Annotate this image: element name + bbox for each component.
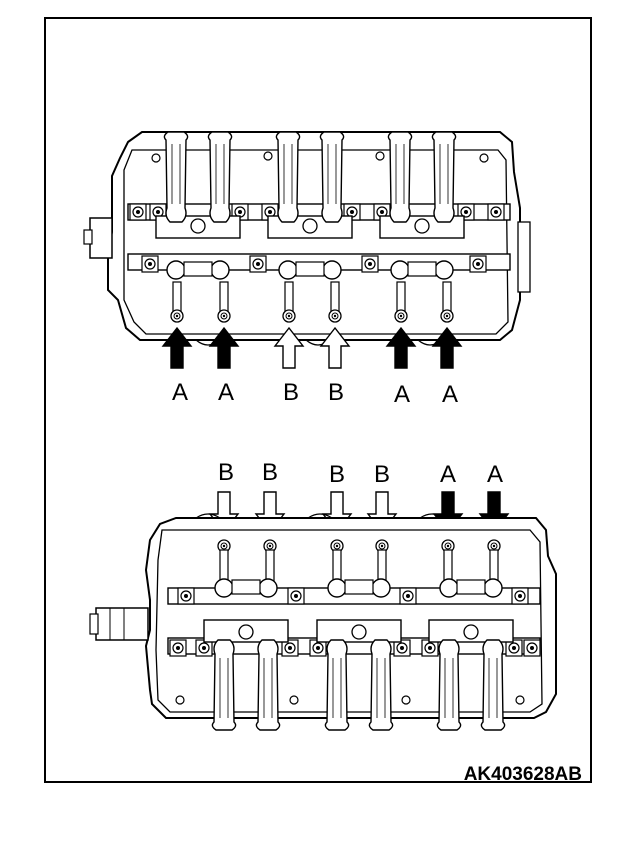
lower-label-5: A <box>440 461 456 488</box>
lower-cylinder-head <box>89 513 557 730</box>
lower-labels: B B B B A A <box>218 459 503 488</box>
lower-label-1: B <box>218 459 234 486</box>
upper-cylinder-head <box>83 131 531 346</box>
lower-label-2: B <box>262 459 278 486</box>
upper-label-2: A <box>218 379 234 406</box>
upper-label-3: B <box>283 379 299 406</box>
upper-label-4: B <box>328 379 344 406</box>
upper-labels: A A B B A A <box>172 379 458 408</box>
upper-label-5: A <box>394 381 410 408</box>
upper-label-6: A <box>442 381 458 408</box>
figure-code: AK403628AB <box>464 764 582 785</box>
upper-label-1: A <box>172 379 188 406</box>
lower-label-4: B <box>374 461 390 488</box>
lower-label-6: A <box>487 461 503 488</box>
lower-label-3: B <box>329 461 345 488</box>
diagram-frame <box>44 17 592 783</box>
